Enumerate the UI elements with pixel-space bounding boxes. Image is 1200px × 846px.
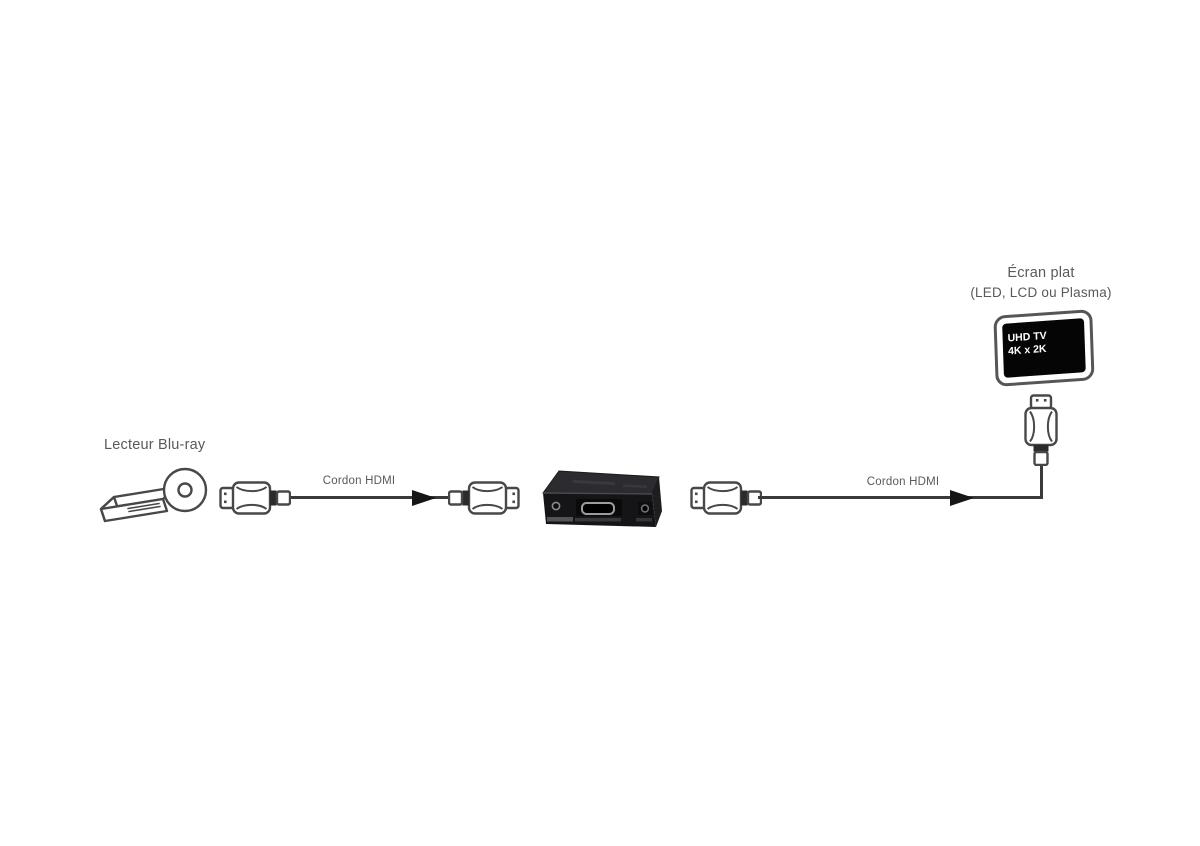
tv-screen-text-line2: 4K x 2K: [1008, 343, 1047, 358]
cable-line-3: [1040, 464, 1043, 499]
cable-line-1: [288, 496, 448, 499]
hdmi-connector-icon: [448, 479, 520, 517]
hdmi-converter-device-icon: [539, 461, 664, 531]
flow-arrow-icon: [950, 490, 974, 506]
bluray-player-icon: [96, 466, 214, 530]
display-label: Écran plat (LED, LCD ou Plasma): [941, 264, 1141, 302]
display-label-title: Écran plat: [1007, 265, 1075, 281]
hdmi-connector-icon: [690, 479, 762, 517]
source-device-label: Lecteur Blu-ray: [104, 437, 206, 453]
cable-label-1: Cordon HDMI: [322, 475, 396, 487]
hdmi-connector-icon: [1022, 394, 1060, 466]
tv-screen-text-line1: UHD TV: [1007, 330, 1046, 345]
tv-icon: UHD TV 4K x 2K: [993, 309, 1095, 390]
flow-arrow-icon: [412, 490, 436, 506]
display-label-subtitle: (LED, LCD ou Plasma): [970, 285, 1112, 300]
cable-line-2: [758, 496, 1043, 499]
hdmi-connector-icon: [219, 479, 291, 517]
cable-label-2: Cordon HDMI: [866, 476, 940, 488]
